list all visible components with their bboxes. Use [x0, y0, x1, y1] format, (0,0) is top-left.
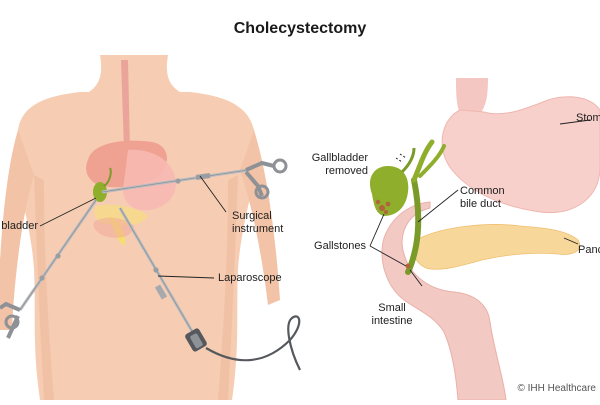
label-gallbladder-removed: Gallbladder removed	[311, 152, 368, 177]
scope-eyepiece-icon	[185, 328, 207, 352]
left-instrument	[0, 199, 98, 339]
label-small-intestine: Small intestine	[371, 302, 413, 327]
torso	[0, 55, 280, 400]
scissors-grip-icon	[244, 158, 288, 200]
label-pancreas: Panc	[578, 244, 600, 256]
scissors-grip-icon	[0, 301, 21, 339]
label-stomach: Stom	[576, 112, 600, 124]
digestive-organs	[369, 78, 600, 401]
copyright-credit: © IHH Healthcare	[517, 383, 596, 394]
surgical-instrument	[101, 158, 288, 200]
label-surgical-instrument: Surgical instrument	[232, 210, 284, 235]
label-laparoscope: Laparoscope	[218, 272, 282, 284]
laparoscope	[118, 207, 301, 371]
leader-lines	[39, 119, 591, 287]
diagram-title: Cholecystectomy	[233, 20, 367, 37]
label-gallbladder-left: bladder	[1, 220, 38, 232]
label-gallstones: Gallstones	[314, 240, 366, 252]
label-common-bile-duct: Common bile duct	[460, 185, 505, 210]
